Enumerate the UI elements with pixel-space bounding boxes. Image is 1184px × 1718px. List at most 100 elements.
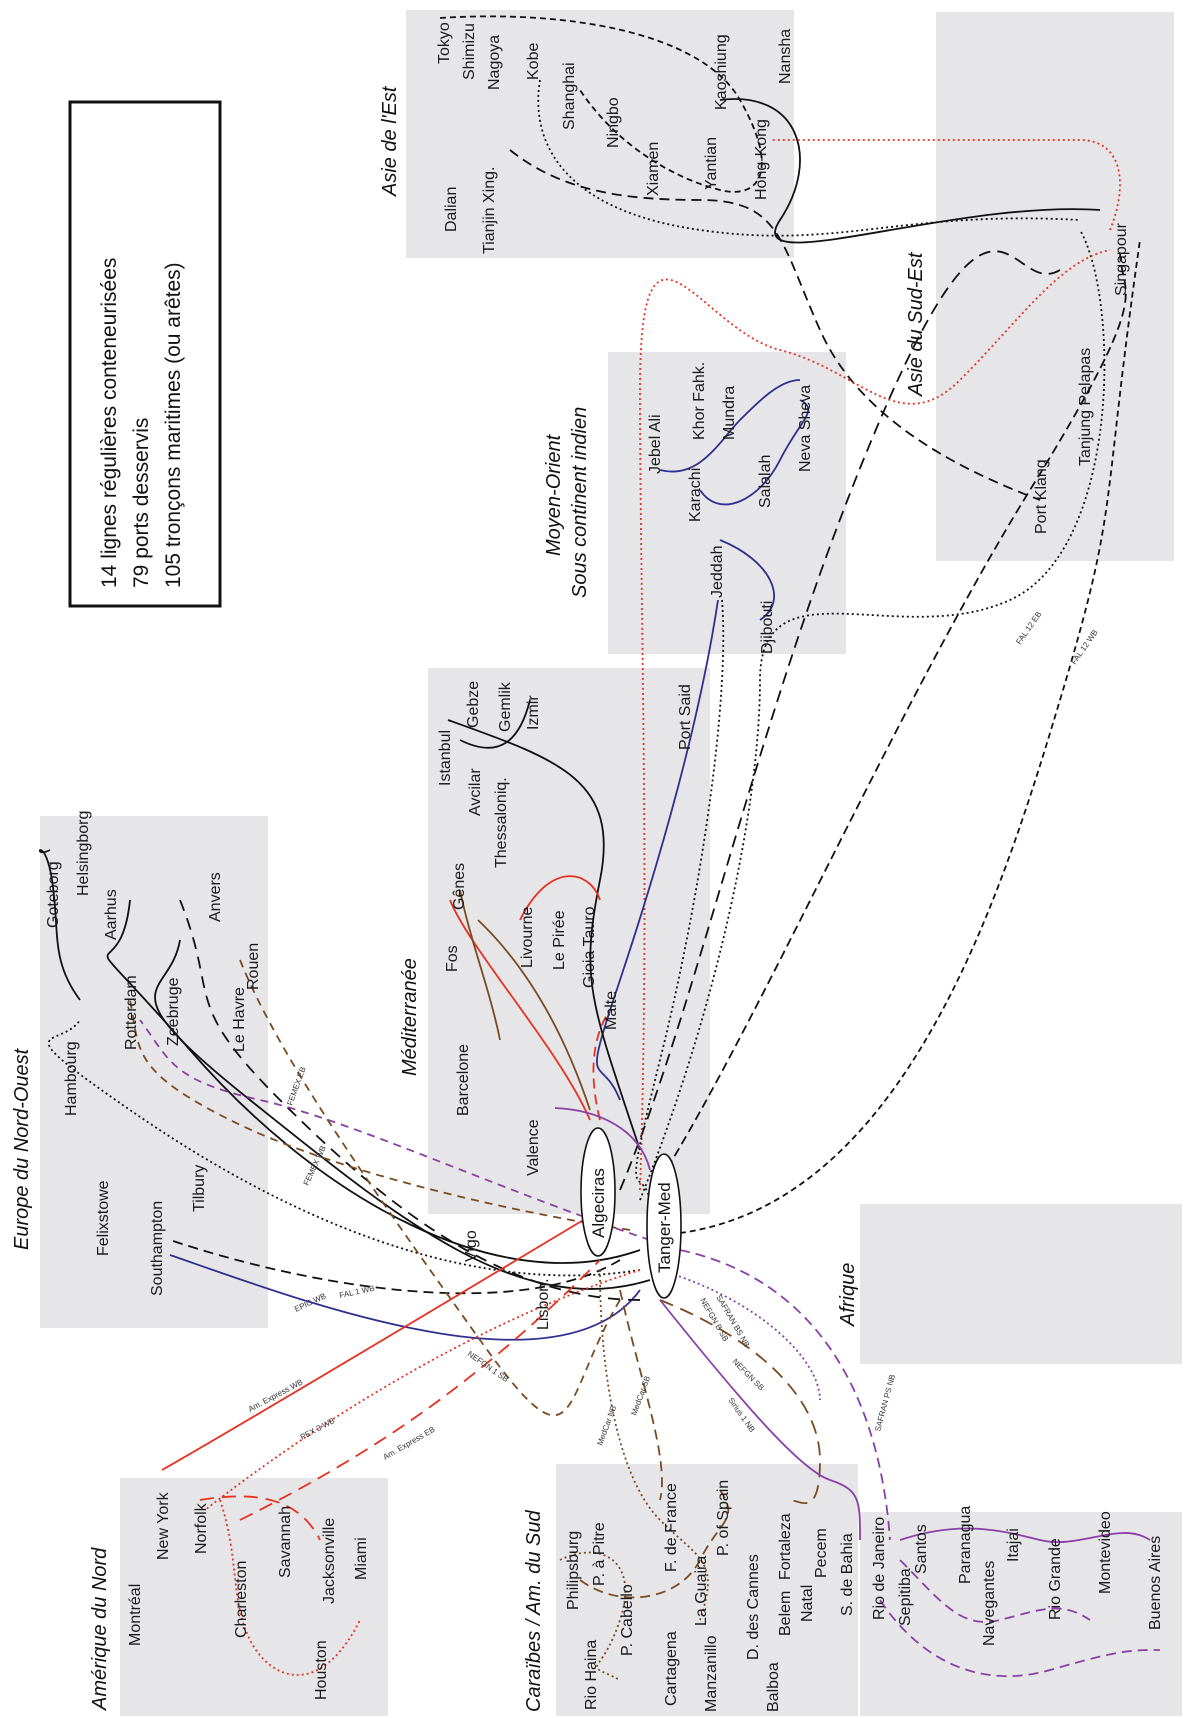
route-sirius1-nb bbox=[659, 1299, 861, 1541]
port-xiamen: Xiamen bbox=[645, 142, 662, 196]
port-port-klang: Port Klang bbox=[1033, 459, 1050, 534]
port-izmir: Izmir bbox=[525, 695, 542, 730]
route-blue-jebel-mundra bbox=[659, 379, 801, 473]
port-valence: Valence bbox=[525, 1119, 542, 1176]
line-label-nefgn1sb: NEFGN 1 SB bbox=[466, 1349, 510, 1384]
route-black-dash-asia-2 bbox=[619, 250, 1061, 1191]
port-p-of-spain: P. of Spain bbox=[715, 1480, 732, 1556]
route-black-dash-europe bbox=[179, 899, 641, 1301]
region-title-southeast-asia: Asie du Sud-Est bbox=[905, 251, 927, 397]
port-jeddah: Jeddah bbox=[709, 546, 726, 599]
port-tianjin: Tianjin Xing. bbox=[481, 167, 498, 254]
line-label-fal1wb: FAL 1 WB bbox=[339, 1284, 376, 1300]
hub-tanger-med-label: Tanger-Med bbox=[655, 1182, 674, 1273]
port-paranagua: Paranagua bbox=[957, 1506, 974, 1584]
port-navegantes: Navegantes bbox=[981, 1561, 998, 1646]
port-new-york: New York bbox=[155, 1491, 172, 1560]
port-barcelone: Barcelone bbox=[455, 1044, 472, 1116]
port-le-piree: Le Pirée bbox=[551, 910, 568, 970]
port-savannah: Savannah bbox=[277, 1506, 294, 1578]
port-yantian: Yantian bbox=[703, 137, 720, 190]
port-hongkong: Hong-Kong bbox=[753, 119, 770, 200]
hub-algeciras-label: Algeciras bbox=[589, 1168, 608, 1238]
route-black-goteborg bbox=[38, 849, 81, 1001]
hub-algeciras: Algeciras bbox=[580, 1127, 616, 1257]
legend-box: 14 lignes régulières conteneurisées 79 p… bbox=[68, 100, 222, 608]
port-port-said: Port Said bbox=[677, 684, 694, 750]
region-north-america bbox=[120, 1478, 388, 1716]
port-balboa: Balboa bbox=[765, 1662, 782, 1712]
port-nagoya: Nagoya bbox=[486, 35, 503, 90]
port-dalian: Dalian bbox=[443, 187, 460, 232]
port-neva-sheva: Neva Sheva bbox=[797, 385, 814, 472]
route-black-istanbul-malte bbox=[447, 719, 641, 1151]
line-label-femexeb: FEMEX EB bbox=[285, 1066, 307, 1107]
route-am-express-eb bbox=[239, 1259, 601, 1521]
region-title-middle-east-1: Moyen-Orient bbox=[543, 433, 565, 556]
port-istanbul: Istanbul bbox=[437, 730, 454, 786]
region-middle-east bbox=[608, 352, 846, 654]
route-fal12-wb bbox=[659, 239, 1141, 1236]
port-rotterdam: Rotterdam bbox=[123, 975, 140, 1050]
port-kobe: Kobe bbox=[525, 43, 542, 80]
port-montreal: Montréal bbox=[127, 1584, 144, 1646]
port-p-cabello: P. Cabello bbox=[619, 1584, 636, 1656]
line-label-amexpwb: Am. Express WB bbox=[247, 1377, 305, 1413]
route-red-tanger-singapore bbox=[639, 249, 1111, 1191]
port-djibouti: Djibouti bbox=[759, 601, 776, 654]
route-purple-sa-1 bbox=[899, 1527, 1151, 1543]
port-norfolk: Norfolk bbox=[193, 1502, 210, 1554]
port-karachi: Karachi bbox=[687, 468, 704, 522]
port-goteborg: Goteborg bbox=[45, 861, 62, 928]
port-rouen: Rouen bbox=[245, 943, 262, 990]
region-africa bbox=[860, 1204, 1182, 1364]
line-label-fal12eb: FAL 12 EB bbox=[1014, 610, 1043, 646]
legend-line-3: 105 tronçons maritimes (ou arêtes) bbox=[162, 262, 185, 588]
port-vigo: Vigo bbox=[463, 1230, 480, 1262]
port-hambourg: Hambourg bbox=[63, 1041, 80, 1116]
route-safran-ps-nb bbox=[679, 1249, 891, 1541]
route-am-express-wb bbox=[161, 1209, 601, 1471]
region-title-east-asia: Asie de l'Est bbox=[379, 85, 401, 197]
legend-line-1: 14 lignes régulières conteneurisées bbox=[98, 258, 121, 588]
region-title-caribbean: Caraïbes / Am. du Sud bbox=[523, 1510, 545, 1712]
route-red-livourne-piree bbox=[519, 875, 601, 921]
hub-tanger-med: Tanger-Med bbox=[646, 1153, 682, 1299]
port-khor-fahk: Khor Fahk. bbox=[691, 362, 708, 440]
route-femex-wb bbox=[129, 999, 631, 1231]
line-label-epicwb: EPIC WB bbox=[293, 1291, 327, 1313]
region-title-middle-east-2: Sous continent indien bbox=[569, 407, 591, 598]
region-east-asia bbox=[406, 10, 794, 258]
port-salalah: Salalah bbox=[757, 455, 774, 508]
port-anvers: Anvers bbox=[207, 872, 224, 922]
port-felixstowe: Felixstowe bbox=[95, 1180, 112, 1256]
route-brown-fos-barcelone bbox=[459, 889, 501, 1041]
route-safran-bs-nb bbox=[659, 1269, 821, 1401]
port-kaoshiung: Kaoshiung bbox=[713, 34, 730, 110]
port-natal: Natal bbox=[799, 1585, 816, 1622]
port-nansha: Nansha bbox=[777, 29, 794, 84]
port-pecem: Pecem bbox=[813, 1528, 830, 1578]
port-jacksonville: Jacksonville bbox=[321, 1518, 338, 1604]
port-cartagena: Cartagena bbox=[663, 1631, 680, 1706]
route-east-asia-loop-3 bbox=[509, 149, 1041, 501]
port-avcilar: Avcilar bbox=[467, 768, 484, 816]
line-label-medcarsb: MedCar SB bbox=[629, 1375, 652, 1417]
route-fal1-wb bbox=[169, 1239, 621, 1295]
route-brown-caribbean bbox=[579, 1489, 730, 1599]
port-fortaleza: Fortaleza bbox=[777, 1513, 794, 1580]
region-titles: Asie de l'Est Asie du Sud-Est Moyen-Orie… bbox=[11, 85, 927, 1712]
port-philipsburg: Philipsburg bbox=[565, 1531, 582, 1610]
line-label-sirius1nb: Sirius 1 NB bbox=[726, 1396, 756, 1434]
line-label-medcarnb: MedCar NB bbox=[595, 1404, 618, 1446]
route-pex3-wb bbox=[204, 1269, 641, 1511]
port-charleston: Charleston bbox=[233, 1561, 250, 1638]
port-lisbon: Lisbon. bbox=[535, 1278, 552, 1330]
port-rio-haina: Rio Haina bbox=[583, 1640, 600, 1710]
port-malte: Malte bbox=[603, 991, 620, 1030]
region-southeast-asia bbox=[936, 12, 1174, 561]
route-nefgn1-sb bbox=[239, 959, 621, 1417]
route-east-asia-loop-1 bbox=[439, 15, 763, 193]
route-black-europe-1 bbox=[106, 899, 641, 1264]
route-brown-genes-valence bbox=[477, 919, 591, 1111]
